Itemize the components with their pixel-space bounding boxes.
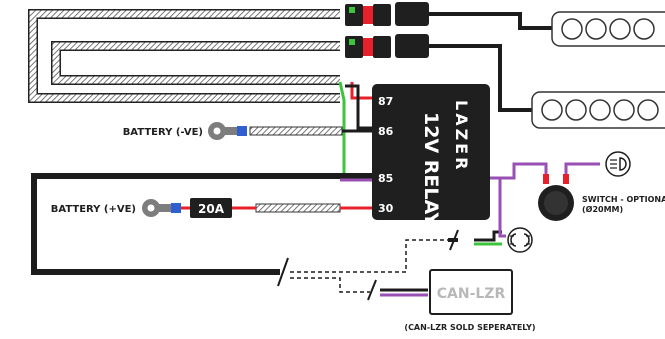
dashed-wire-b	[290, 277, 370, 293]
light-bar-icon	[531, 91, 665, 129]
can-lzr-label: CAN-LZR	[437, 286, 506, 302]
dashed-wire-a	[290, 239, 448, 273]
battery-positive-lead	[142, 199, 372, 217]
black-main-loop	[31, 173, 372, 275]
high-beam-icon	[507, 227, 533, 253]
relay-pin-87: 87	[378, 95, 393, 108]
purple-wire-switch	[490, 162, 548, 180]
light-bar-icon	[551, 11, 665, 47]
battery-negative-label: BATTERY (-VE)	[123, 127, 203, 138]
relay-pin-30: 30	[378, 202, 394, 215]
purple-wire-highbeam	[490, 176, 506, 238]
black-wire-86	[345, 84, 372, 130]
lightbar-top-wire	[429, 12, 552, 30]
lightbar-bottom-wire	[429, 44, 532, 112]
can-lzr-note: (CAN-LZR SOLD SEPERATELY)	[404, 323, 535, 332]
fuse-block: 20A	[190, 198, 232, 218]
relay-title: 12V RELAY	[420, 112, 442, 226]
switch-label: SWITCH - OPTIONAL	[582, 195, 665, 204]
can-lzr-module: CAN-LZR	[429, 269, 513, 315]
relay-brand: LAZER	[452, 100, 471, 172]
relay-block: 87 86 85 30 12V RELAY LAZER	[372, 84, 490, 226]
headlight-icon	[605, 151, 631, 177]
purple-wire-headlight	[564, 162, 600, 176]
relay-pin-86: 86	[378, 125, 394, 138]
wire-break-mark	[449, 229, 459, 251]
connector-top	[345, 2, 429, 26]
battery-positive-label: BATTERY (+VE)	[51, 204, 136, 215]
connector-middle	[345, 34, 429, 58]
wiring-harness	[28, 9, 340, 103]
battery-negative-lead	[208, 122, 372, 140]
red-wire-87	[350, 82, 372, 100]
wire-break-mark	[367, 279, 377, 301]
fuse-label: 20A	[198, 202, 225, 216]
wire-break-mark	[277, 257, 289, 287]
rocker-switch-icon	[538, 174, 574, 221]
relay-pin-85: 85	[378, 172, 393, 185]
switch-size-label: (Ø20MM)	[582, 204, 623, 214]
